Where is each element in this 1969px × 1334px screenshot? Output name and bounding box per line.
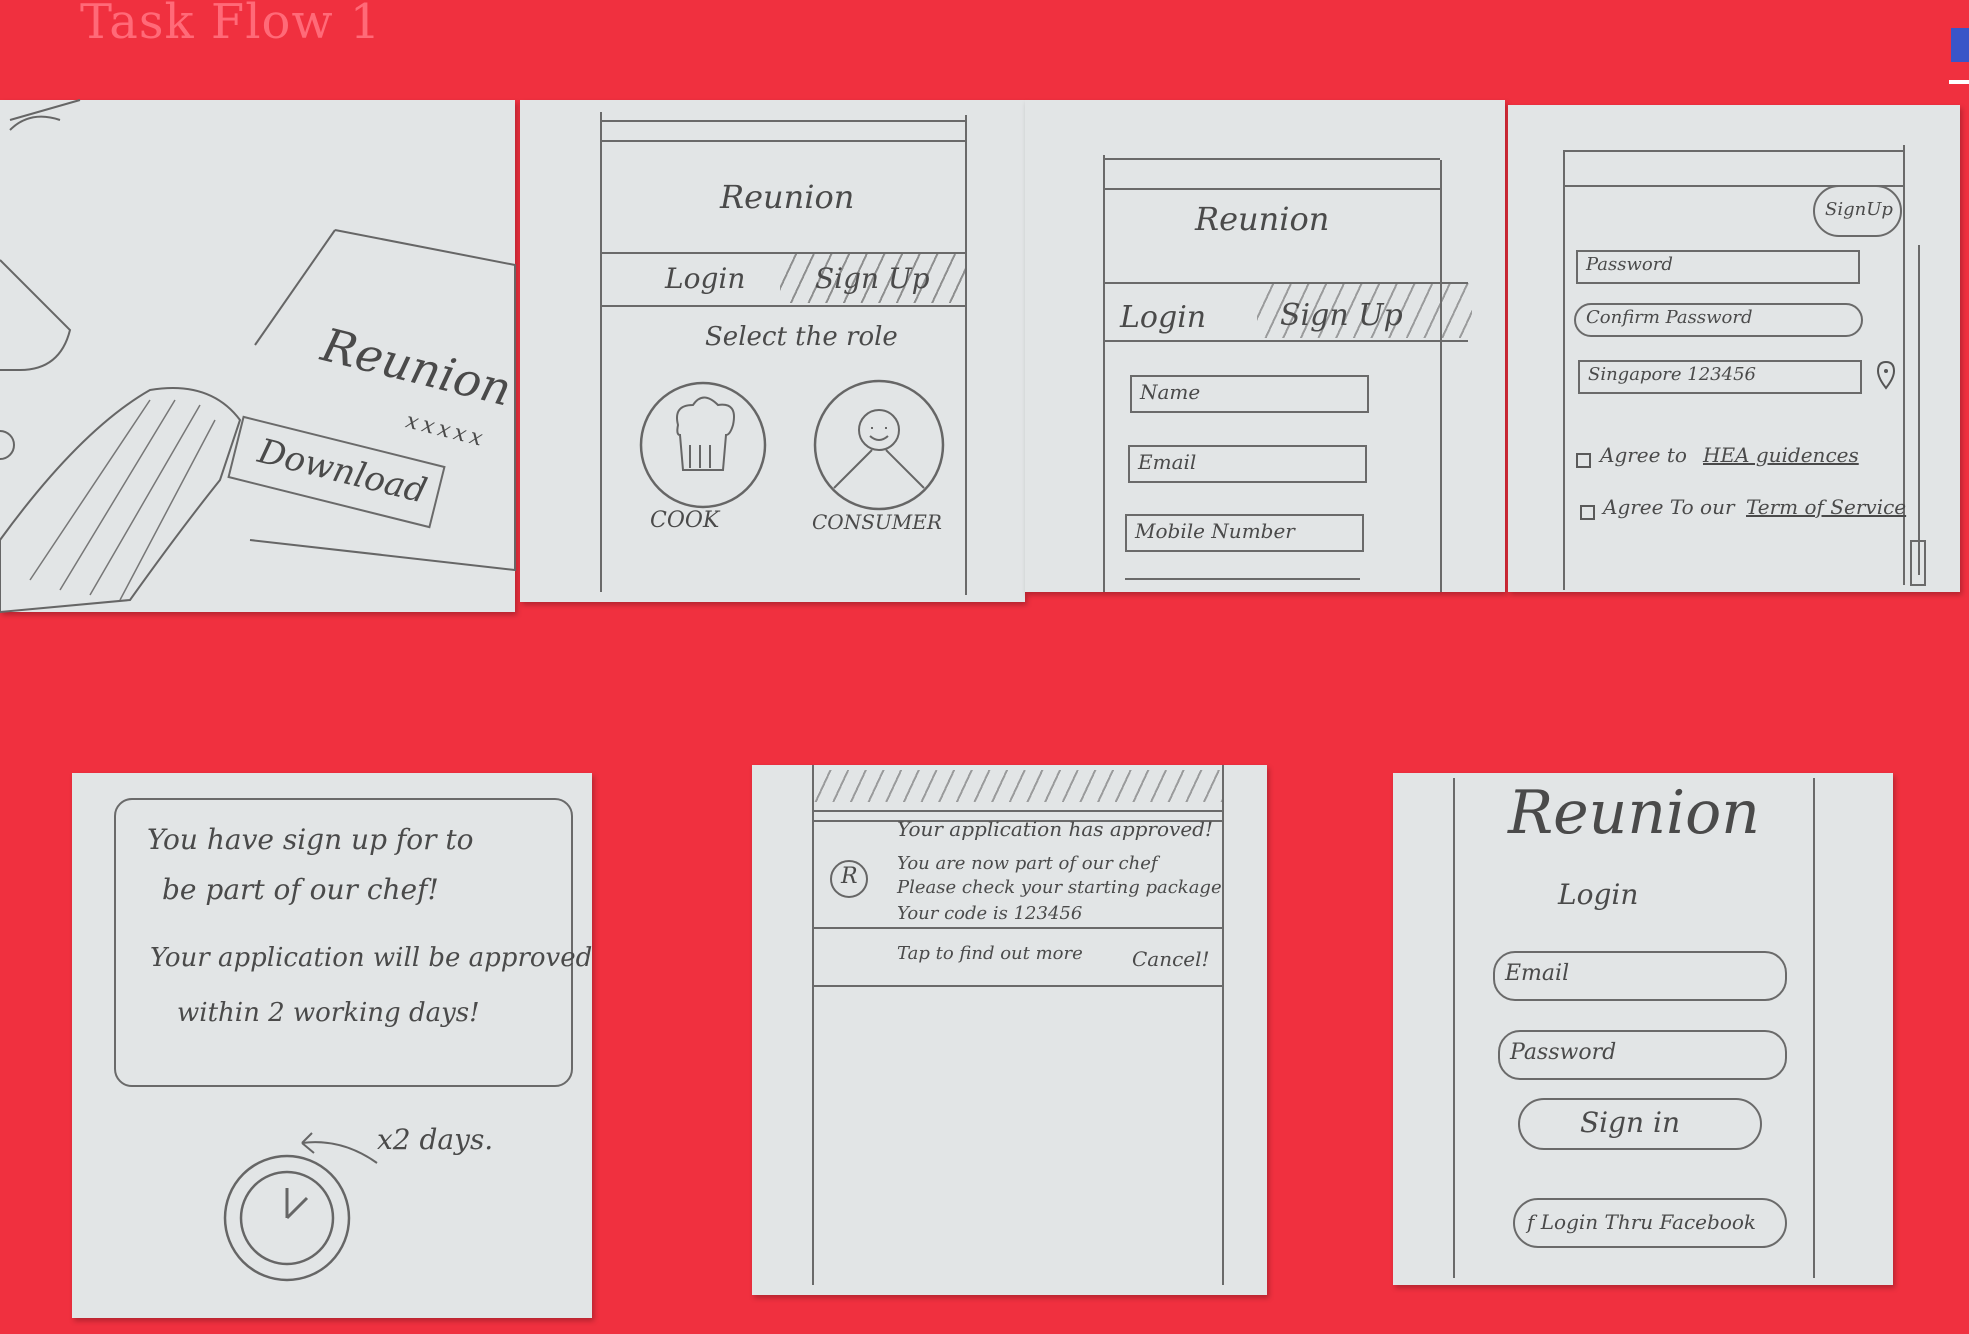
- hea-guidelines-link[interactable]: HEA guidences: [1703, 443, 1859, 467]
- clock-icon: [223, 1132, 378, 1282]
- sketch-download-screen: Reunion xxxxx Download: [0, 99, 517, 614]
- agree-tos-text: Agree To our: [1603, 495, 1735, 519]
- app-title: Reunion: [720, 178, 855, 216]
- pending-message-box: [114, 798, 573, 1087]
- address-field[interactable]: Singapore 123456: [1578, 360, 1862, 394]
- tab-signup-hatch: [1257, 283, 1472, 338]
- email-field[interactable]: Email: [1128, 445, 1367, 483]
- confirm-password-placeholder: Confirm Password: [1586, 307, 1753, 328]
- password-input[interactable]: Password: [1498, 1030, 1787, 1080]
- agree-hea-text: Agree to: [1600, 443, 1687, 467]
- password-placeholder: Password: [1510, 1040, 1617, 1065]
- cancel-button[interactable]: Cancel!: [1132, 947, 1210, 971]
- consumer-label: CONSUMER: [812, 510, 942, 534]
- tap-find-out-more[interactable]: Tap to find out more: [897, 943, 1083, 964]
- board-title: Task Flow 1: [80, 0, 382, 50]
- notification-line-2: You are now part of our chef: [897, 853, 1158, 874]
- chef-hat-icon: [639, 381, 767, 509]
- signin-button[interactable]: Sign in: [1518, 1098, 1762, 1150]
- facebook-login-button[interactable]: f Login Thru Facebook: [1513, 1198, 1787, 1248]
- cook-option[interactable]: [638, 380, 768, 510]
- tab-signup-hatch: [780, 253, 965, 303]
- app-title: Reunion: [1508, 778, 1760, 848]
- edge-tape: [1951, 28, 1969, 62]
- notification-line-3: Please check your starting package: [897, 877, 1222, 898]
- sketch-login-screen: Reunion Login Email Password Sign in f L…: [1393, 773, 1893, 1285]
- email-placeholder: Email: [1138, 450, 1197, 474]
- sketch-signup-form-1: Reunion Login Sign Up Name Email Mobile …: [1025, 100, 1505, 592]
- agree-tos-checkbox[interactable]: [1580, 505, 1595, 520]
- name-field[interactable]: Name: [1130, 375, 1369, 413]
- login-heading: Login: [1558, 878, 1639, 911]
- pending-message-line-2: be part of our chef!: [162, 873, 439, 906]
- mobile-placeholder: Mobile Number: [1135, 519, 1295, 543]
- pending-message-line-4: within 2 working days!: [177, 998, 480, 1028]
- signup-button-label: SignUp: [1825, 199, 1893, 220]
- tab-login[interactable]: Login: [665, 262, 746, 295]
- facebook-login-label: f Login Thru Facebook: [1527, 1210, 1757, 1234]
- days-label: x2 days.: [377, 1123, 494, 1156]
- consumer-option[interactable]: [812, 378, 947, 513]
- sketch-approval-notification: R Your application has approved! You are…: [752, 765, 1267, 1295]
- password-field[interactable]: Password: [1576, 250, 1860, 284]
- sketch-signup-form-2: SignUp Password Confirm Password Singapo…: [1508, 105, 1960, 592]
- tab-signup[interactable]: Sign Up: [815, 262, 930, 295]
- badge-letter: R: [841, 864, 858, 889]
- terms-of-service-link[interactable]: Term of Service: [1746, 495, 1907, 519]
- password-placeholder: Password: [1586, 254, 1673, 275]
- pending-message-line-3: Your application will be approved: [150, 943, 593, 973]
- email-placeholder: Email: [1505, 961, 1570, 986]
- edge-tape-2: [1949, 80, 1969, 84]
- app-title: Reunion: [1195, 200, 1330, 238]
- name-placeholder: Name: [1140, 380, 1201, 404]
- status-bar-hatch: [814, 770, 1222, 802]
- sketch-application-pending: You have sign up for to be part of our c…: [72, 773, 592, 1318]
- pending-message-line-1: You have sign up for to: [147, 823, 474, 856]
- agree-hea-checkbox[interactable]: [1576, 453, 1591, 468]
- notification-line-1: Your application has approved!: [897, 817, 1213, 841]
- sketch-role-select: Reunion Login Sign Up Select the role CO…: [520, 100, 1025, 602]
- mobile-field[interactable]: Mobile Number: [1125, 514, 1364, 552]
- reunion-badge-icon: R: [830, 860, 868, 898]
- hand-phone-sketch-icon: [0, 99, 516, 614]
- signin-label: Sign in: [1580, 1106, 1680, 1139]
- email-input[interactable]: Email: [1493, 951, 1787, 1001]
- select-role-heading: Select the role: [705, 322, 898, 352]
- location-pin-icon[interactable]: [1876, 360, 1896, 390]
- cook-label: COOK: [650, 508, 720, 533]
- confirm-password-field[interactable]: Confirm Password: [1574, 303, 1863, 337]
- tab-login[interactable]: Login: [1120, 300, 1207, 335]
- notification-line-4: Your code is 123456: [897, 903, 1083, 924]
- tab-signup[interactable]: Sign Up: [1280, 298, 1403, 333]
- address-value: Singapore 123456: [1588, 364, 1756, 385]
- person-icon: [813, 379, 945, 511]
- signup-button[interactable]: SignUp: [1813, 185, 1902, 237]
